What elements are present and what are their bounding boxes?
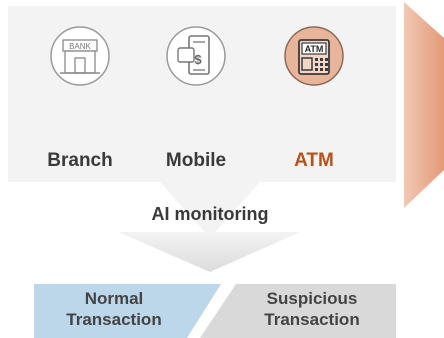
suspicious-transaction-label: Suspicious Transaction <box>232 288 392 330</box>
suspicious-line2: Transaction <box>264 310 360 329</box>
channel-label-branch: Branch <box>47 150 113 171</box>
normal-transaction-label: Normal Transaction <box>34 288 194 330</box>
channel-label-atm: ATM <box>294 150 334 171</box>
bank-sign-text: BANK <box>69 42 91 51</box>
suspicious-line1: Suspicious <box>266 289 358 308</box>
bank-building-icon: BANK <box>50 26 110 86</box>
channel-label-mobile: Mobile <box>165 150 227 171</box>
suspicious-transaction-box <box>200 284 396 338</box>
side-arrow-shape <box>404 2 444 208</box>
normal-line1: Normal <box>84 289 144 308</box>
mobile-phone-payment-icon: $ <box>166 26 226 86</box>
dollar-symbol: $ <box>194 52 202 67</box>
normal-transaction-box <box>34 284 221 338</box>
atm-machine-icon: ATM <box>284 26 344 86</box>
atm-screen-text: ATM <box>305 44 324 54</box>
funnel-arrow-shape <box>118 232 300 272</box>
normal-line2: Transaction <box>66 310 162 329</box>
ai-monitoring-label: AI monitoring <box>151 204 269 224</box>
